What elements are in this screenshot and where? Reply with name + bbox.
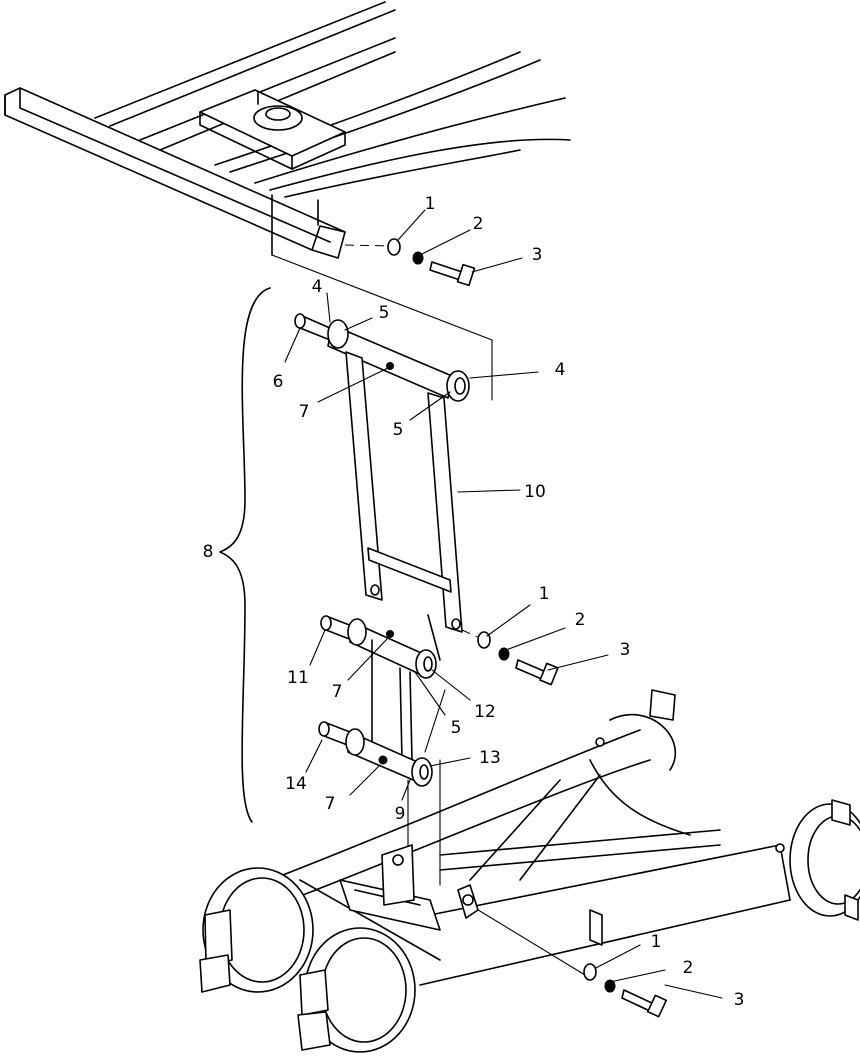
top-bolt-head (456, 263, 476, 287)
callout-1-bot: 1 (651, 932, 662, 952)
callout-3-top: 3 (532, 245, 543, 265)
callout-2-mid: 2 (575, 610, 586, 630)
link-arms (345, 351, 463, 661)
callout-14: 14 (285, 774, 307, 794)
callout-labels: 1 2 3 4 5 6 4 7 5 10 8 1 2 3 11 7 12 5 1… (203, 194, 745, 1010)
callout-7-mid: 7 (332, 682, 343, 702)
callout-6: 6 (273, 372, 284, 392)
chassis-frame (4, 1, 571, 259)
callout-1-mid: 1 (539, 584, 550, 604)
middle-shaft (320, 615, 437, 761)
callout-2-bot: 2 (683, 958, 694, 978)
middle-fastener-set (477, 631, 559, 686)
top-bolt-shank (429, 261, 463, 281)
rear-arm (199, 689, 860, 1053)
callout-3-bot: 3 (734, 990, 745, 1010)
callout-4-left: 4 (312, 277, 323, 297)
callout-10: 10 (524, 482, 546, 502)
top-nut (387, 238, 401, 256)
callout-5-left: 5 (379, 303, 390, 323)
callout-8: 8 (203, 542, 214, 562)
upper-bushing-left (327, 319, 349, 349)
callout-5-low: 5 (451, 718, 462, 738)
alignment-lines (271, 244, 586, 976)
callout-4-right: 4 (555, 360, 566, 380)
callout-3-mid: 3 (620, 640, 631, 660)
bracket-brace (219, 287, 271, 823)
callout-1-top: 1 (425, 194, 436, 214)
top-fastener-set (387, 238, 476, 287)
bottom-fastener-set (583, 963, 668, 1018)
callout-5-mid: 5 (393, 420, 404, 440)
leader-lines (284, 209, 723, 999)
callout-9: 9 (395, 804, 406, 824)
upper-shaft (294, 313, 470, 402)
callout-7-top: 7 (299, 402, 310, 422)
callout-11: 11 (287, 668, 309, 688)
callout-12: 12 (474, 702, 496, 722)
lower-shaft (318, 721, 433, 787)
callout-2-top: 2 (473, 214, 484, 234)
callout-7-low: 7 (325, 794, 336, 814)
callout-13: 13 (479, 748, 501, 768)
